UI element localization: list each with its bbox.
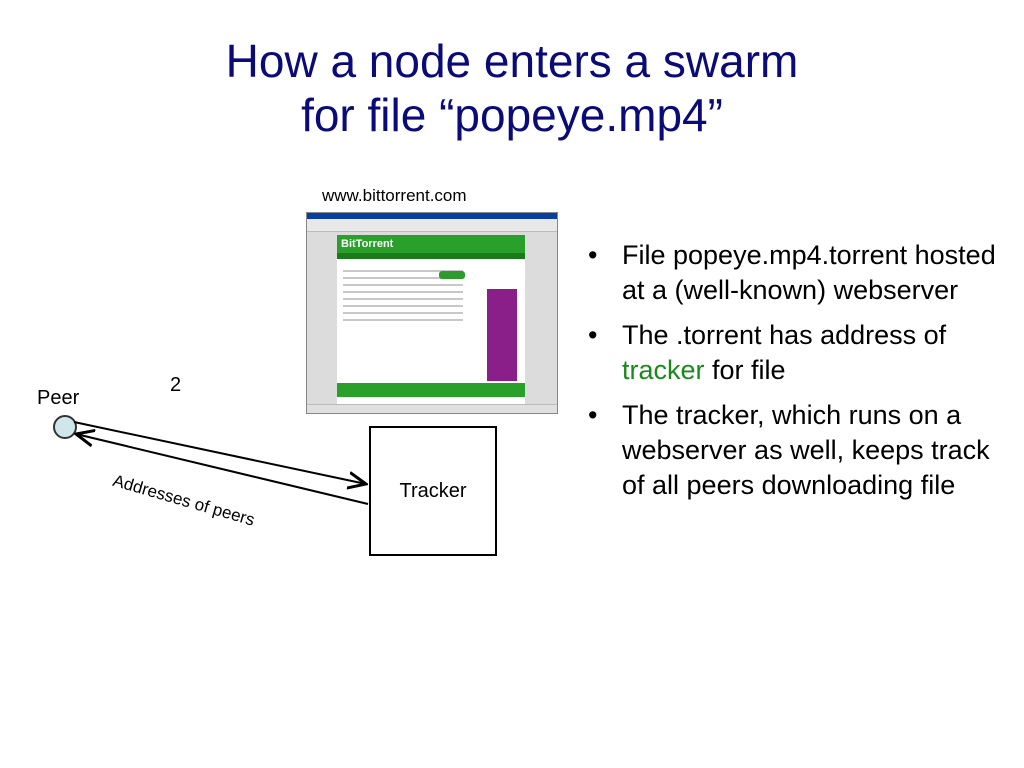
browser-statusbar — [307, 404, 557, 413]
tracker-highlight: tracker — [622, 355, 705, 385]
webpage: BitTorrent — [337, 235, 525, 405]
request-arrow — [73, 421, 366, 484]
site-header: BitTorrent — [337, 235, 525, 253]
response-arrow — [76, 434, 369, 505]
bullet-dot-icon: • — [588, 400, 598, 430]
tracker-node: Tracker — [369, 426, 497, 556]
bittorrent-logo: BitTorrent — [341, 238, 394, 250]
site-nav-bar — [337, 253, 525, 259]
bullet-text: The tracker, which runs on a webserver a… — [622, 400, 990, 500]
bullet-dot-icon: • — [588, 320, 598, 350]
advertisement-banner — [487, 289, 517, 381]
title-line-2: for file “popeye.mp4” — [301, 89, 723, 141]
bullet-dot-icon: • — [588, 240, 598, 270]
peer-label: Peer — [37, 387, 80, 409]
title-line-1: How a node enters a swarm — [225, 35, 799, 87]
page-content — [343, 265, 463, 375]
browser-titlebar — [307, 213, 557, 219]
bullet-item: • File popeye.mp4.torrent hosted at a (w… — [588, 238, 1008, 308]
bullet-list: • File popeye.mp4.torrent hosted at a (w… — [588, 238, 1008, 513]
bittorrent-website-screenshot: BitTorrent — [306, 212, 558, 414]
tracker-label: Tracker — [399, 479, 467, 502]
bullet-text: File popeye.mp4.torrent hosted at a (wel… — [622, 240, 996, 305]
slide-title: How a node enters a swarm for file “pope… — [0, 34, 1024, 142]
step-number: 2 — [170, 374, 182, 396]
bullet-item: • The tracker, which runs on a webserver… — [588, 398, 1008, 503]
bullet-item: • The .torrent has address of tracker fo… — [588, 318, 1008, 388]
site-footer — [337, 383, 525, 397]
browser-toolbar — [307, 219, 557, 232]
peer-node — [53, 415, 77, 439]
website-url-label: www.bittorrent.com — [322, 186, 467, 205]
download-button — [439, 271, 465, 279]
bullet-text-before: The .torrent has address of — [622, 320, 947, 350]
bullet-text-after: for file — [704, 355, 786, 385]
